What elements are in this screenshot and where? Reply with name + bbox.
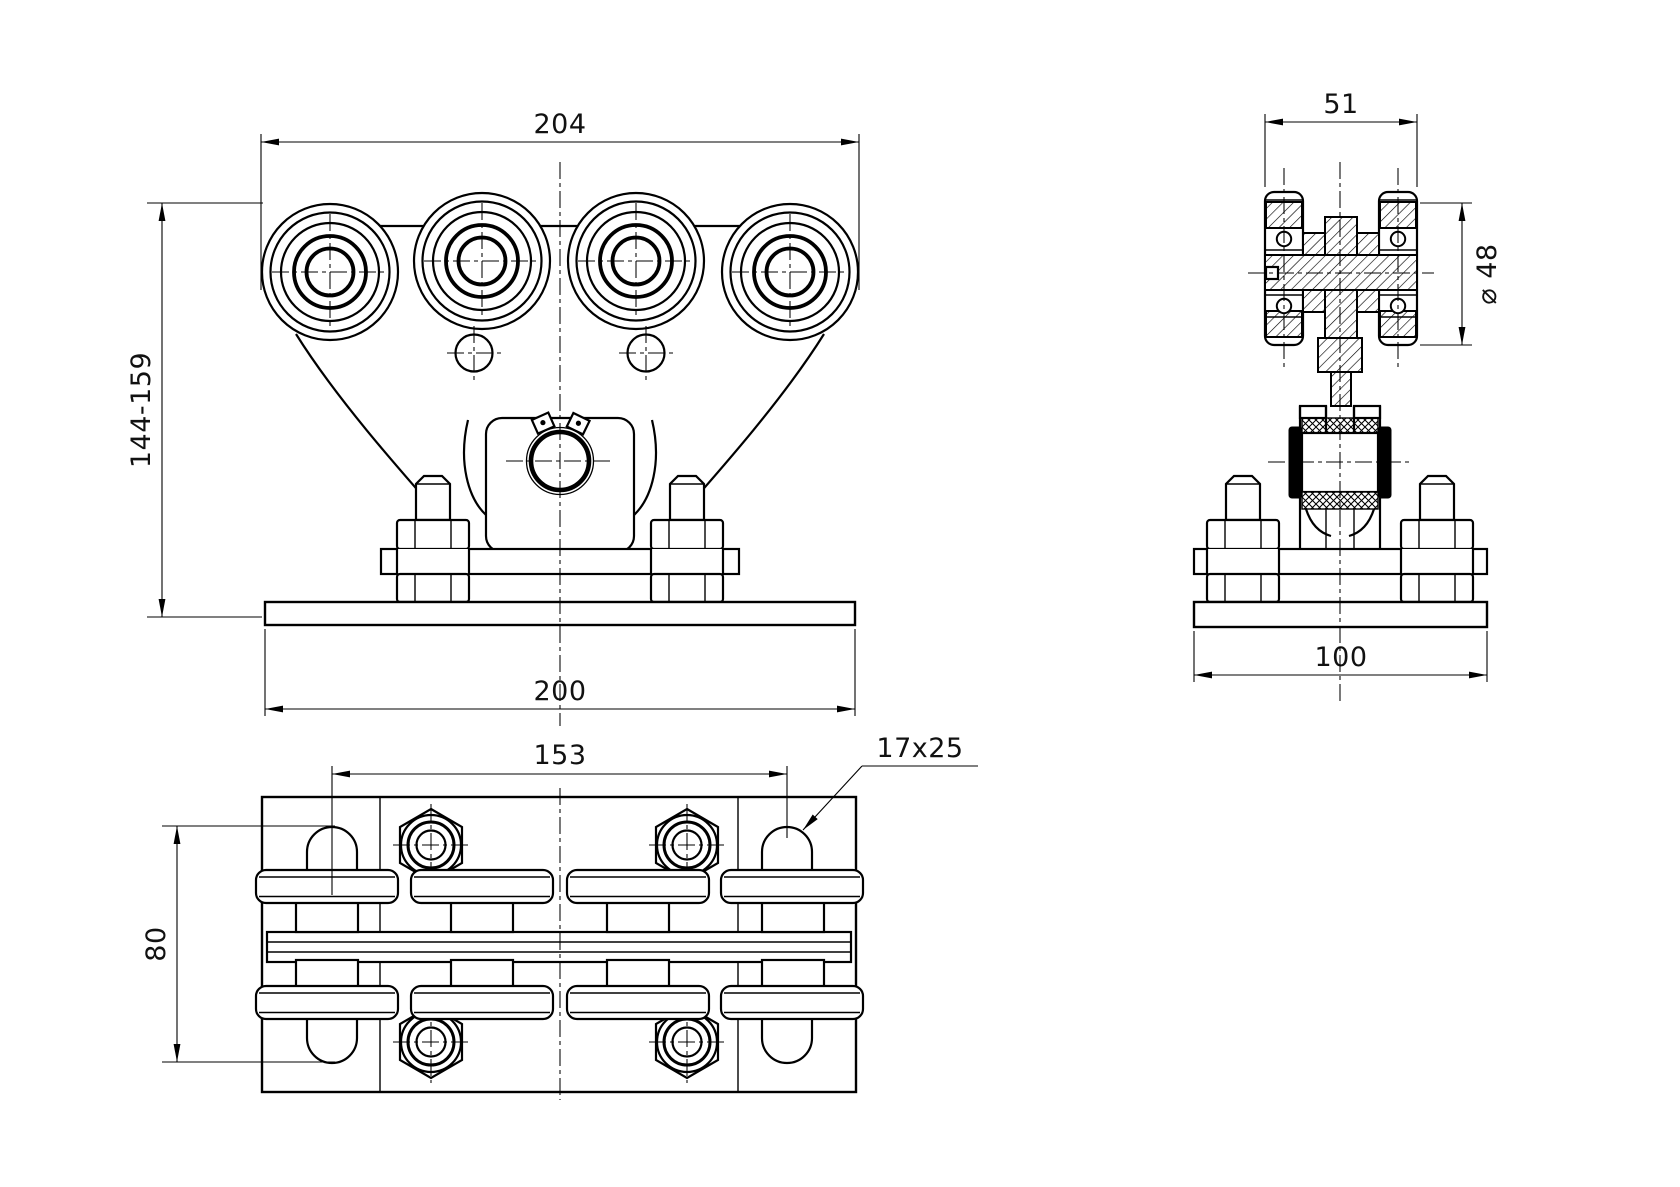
tire-top-2 — [409, 868, 555, 905]
tire-bottom-2 — [409, 984, 555, 1021]
roller-4 — [720, 202, 860, 342]
body-hole-right — [619, 326, 673, 380]
dim-17x25: 17x25 — [876, 733, 963, 764]
dim-200-group: 200 — [264, 629, 856, 716]
tire-top-4 — [719, 868, 865, 905]
roller-1 — [260, 202, 400, 342]
dim-204-group: 204 — [260, 109, 860, 290]
dim-dia48: ⌀ 48 — [1472, 243, 1503, 304]
front-view: 204 144-159 200 — [126, 109, 860, 726]
dim-51: 51 — [1323, 89, 1358, 120]
tire-top-1 — [254, 868, 400, 905]
bottom-view: 153 17x25 80 — [141, 733, 978, 1100]
dim-100-group: 100 — [1193, 631, 1488, 682]
dim-17x25-group: 17x25 — [802, 733, 978, 831]
dim-80: 80 — [141, 926, 172, 961]
dim-dia48-group: ⌀ 48 — [1420, 202, 1503, 346]
dim-144-159: 144-159 — [126, 352, 157, 468]
dim-height-group: 144-159 — [126, 202, 263, 618]
dim-153: 153 — [533, 740, 586, 771]
tire-bottom-4 — [719, 984, 865, 1021]
dim-153-group: 153 — [331, 740, 788, 895]
rail — [265, 930, 853, 964]
side-view: 51 ⌀ 48 100 — [1192, 89, 1503, 703]
tire-bottom-1 — [254, 984, 400, 1021]
roller-3 — [566, 191, 706, 331]
roller-2 — [412, 191, 552, 331]
dim-204: 204 — [533, 109, 586, 140]
tire-bottom-3 — [565, 984, 711, 1021]
dim-80-group: 80 — [141, 825, 335, 1063]
tire-top-3 — [565, 868, 711, 905]
body-hole-left — [447, 326, 501, 380]
dim-100: 100 — [1314, 642, 1367, 673]
dim-51-group: 51 — [1264, 89, 1418, 187]
